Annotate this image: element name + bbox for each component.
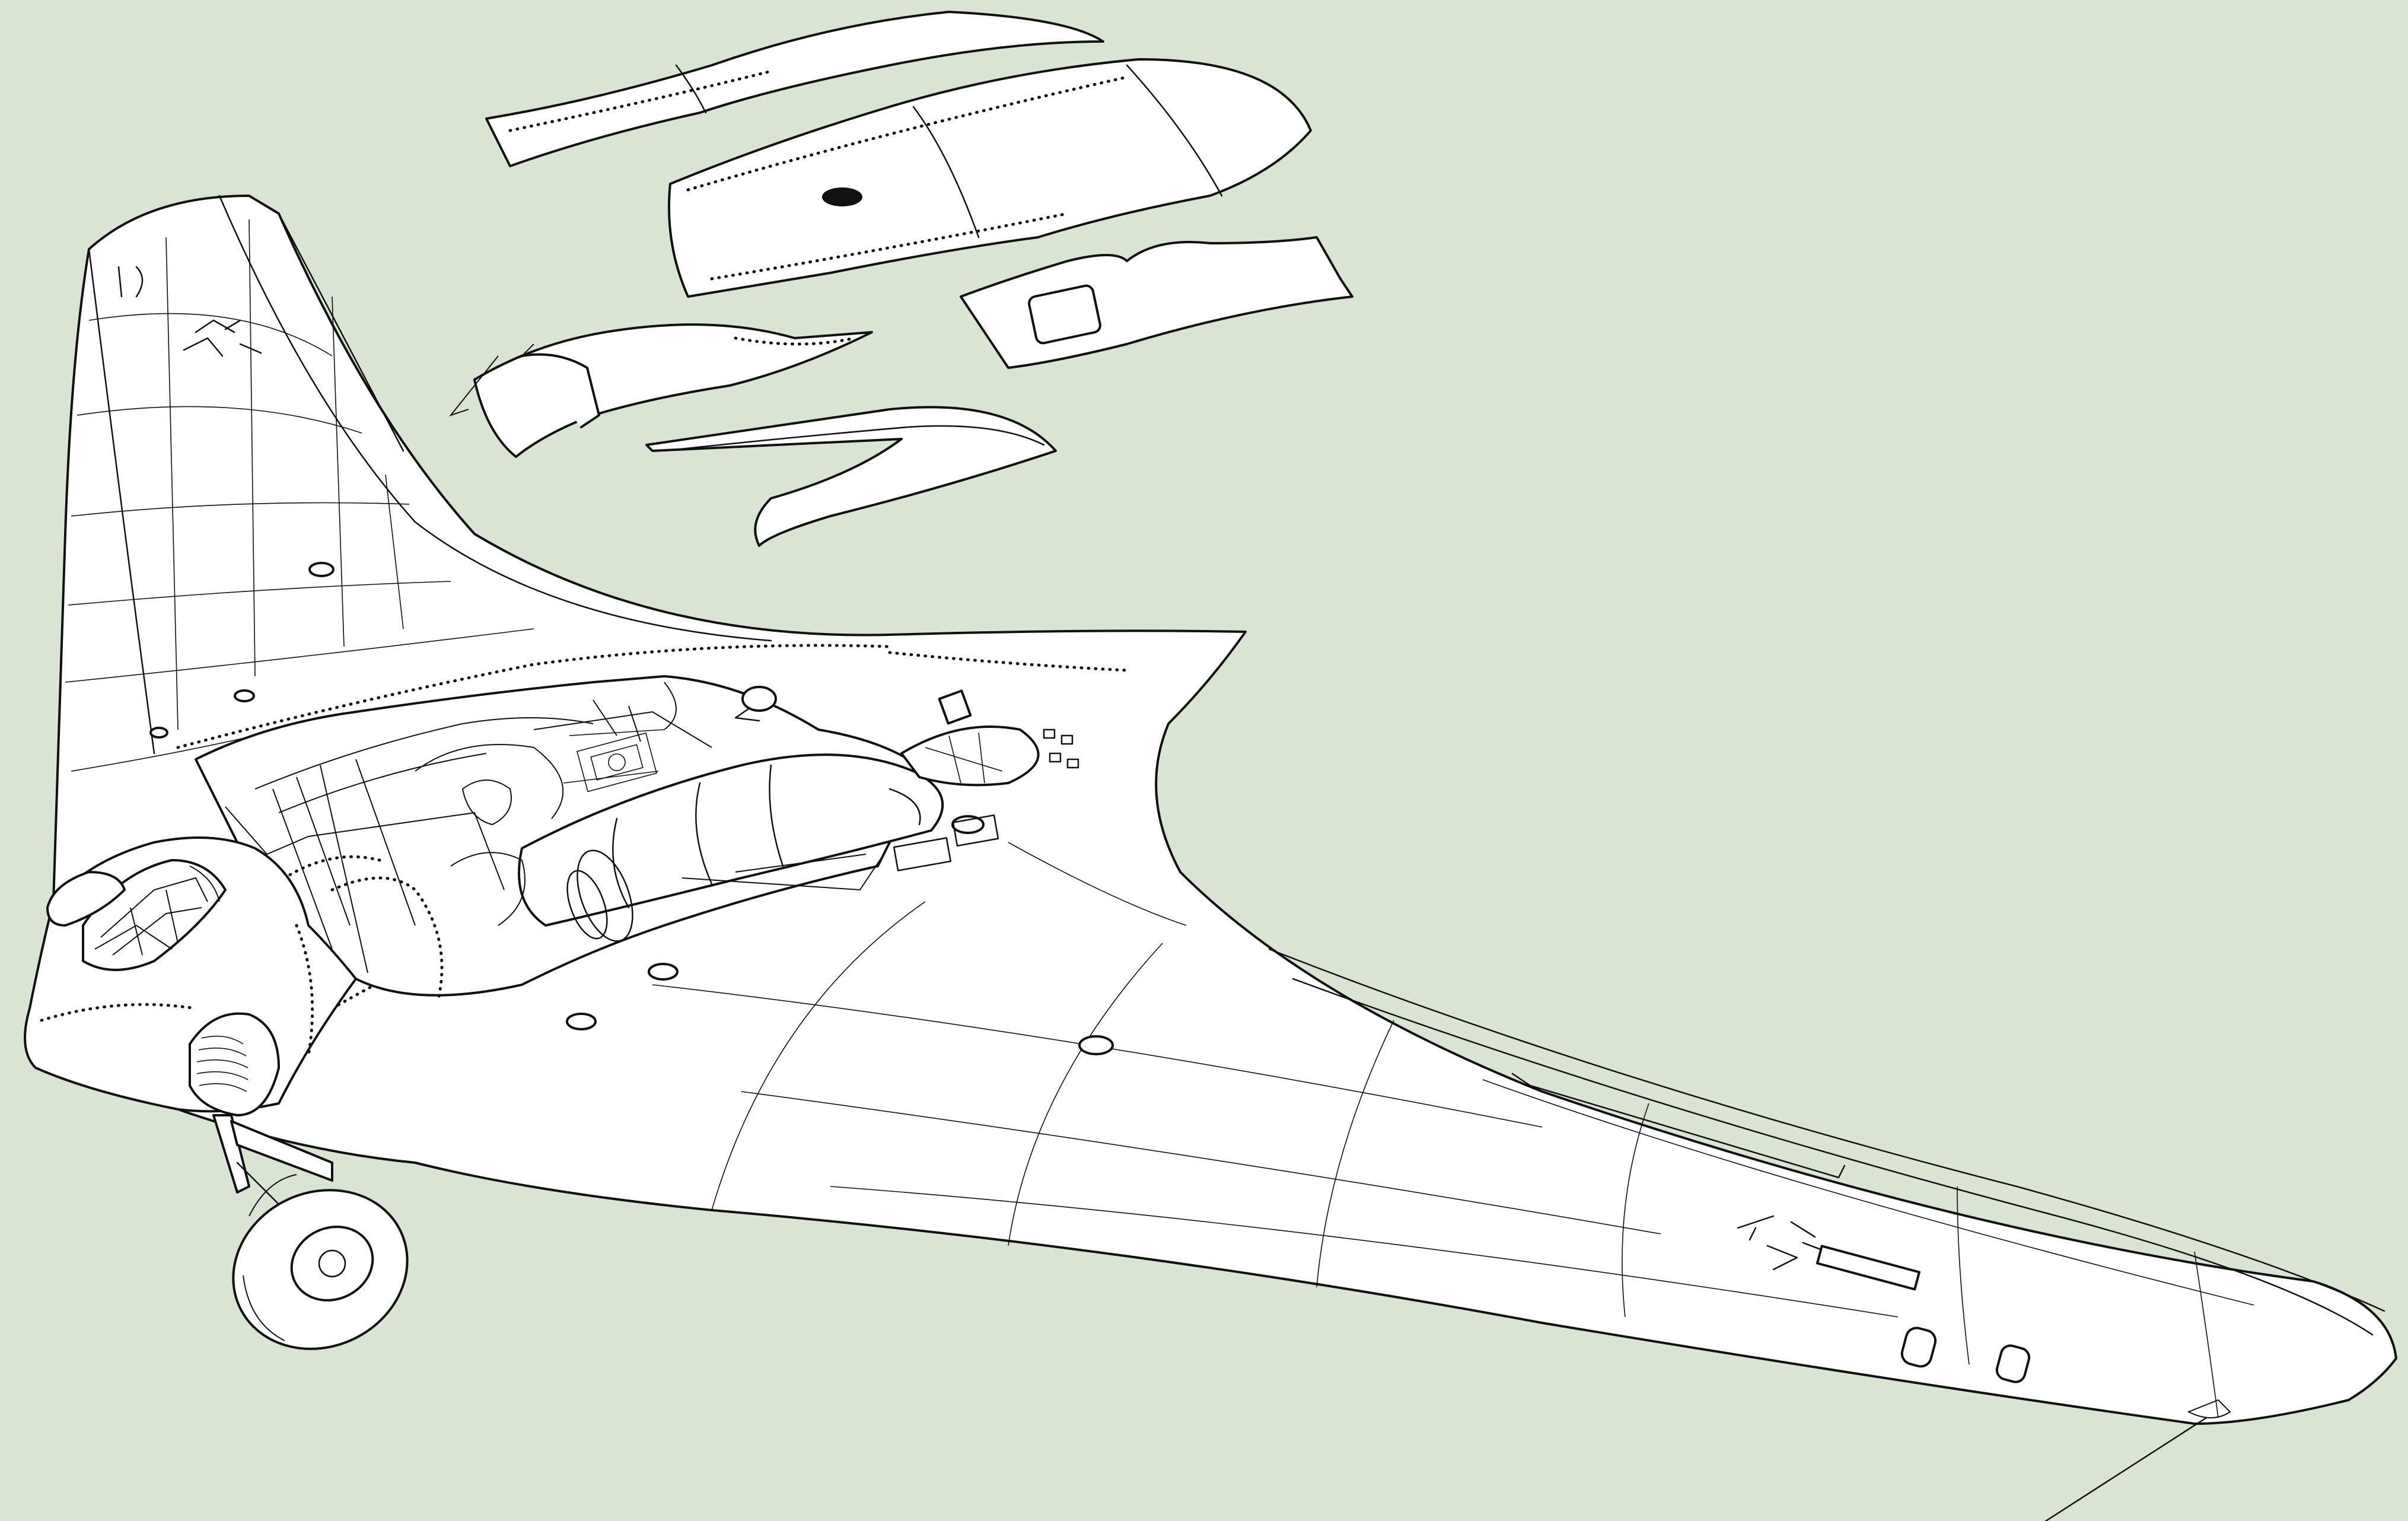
rear-bay-frame bbox=[925, 732, 1003, 784]
balkenkreuz-marking-port bbox=[183, 319, 262, 357]
canopy-rear-frame bbox=[521, 353, 600, 428]
accessory-gearbox bbox=[563, 729, 665, 793]
port-wing-panel-lines bbox=[65, 219, 534, 772]
nose-wheel-hub bbox=[290, 1226, 374, 1302]
internal-structure bbox=[225, 682, 884, 973]
starboard-wing-trailing-edge-line-2 bbox=[1292, 978, 2374, 1336]
pitot-probe bbox=[2044, 1417, 2208, 1521]
cowling-vent bbox=[822, 187, 862, 206]
intake-vanes bbox=[196, 1035, 249, 1092]
nose-landing-gear bbox=[212, 1114, 409, 1350]
engine-air-intake-upper bbox=[46, 871, 126, 927]
gear-leg bbox=[212, 1114, 250, 1194]
engine-air-intake-lower bbox=[189, 1012, 280, 1116]
starboard-wing-trailing-edge-line bbox=[1268, 948, 2385, 1312]
cockpit-framework bbox=[94, 865, 220, 956]
port-wingtip-letter bbox=[117, 266, 144, 298]
port-aileron-line bbox=[278, 212, 404, 452]
trim-tab bbox=[1816, 1245, 1920, 1291]
starboard-elevon-hinge bbox=[1511, 1073, 1846, 1179]
gear-strut bbox=[230, 1120, 333, 1182]
canopy-frame bbox=[449, 343, 534, 417]
port-wing-trailing-edge-line bbox=[88, 248, 155, 755]
cowling-seam-1 bbox=[912, 106, 980, 238]
v-panel-flange bbox=[663, 425, 1045, 452]
tyre-tread-shading bbox=[243, 1174, 297, 1341]
hatch-window bbox=[1028, 284, 1101, 345]
inspection-hatches bbox=[149, 562, 2031, 1383]
wingtip-nav-light bbox=[2187, 1399, 2231, 1418]
fairing-joint bbox=[675, 64, 707, 114]
cowling-seam-2 bbox=[1126, 64, 1223, 197]
port-wing-leading-edge-line bbox=[218, 195, 772, 642]
lifting-ring bbox=[741, 686, 777, 712]
engine-cowling-panel bbox=[668, 58, 1312, 298]
cockpit-nose-section bbox=[24, 836, 357, 1116]
wheel-axle bbox=[318, 1249, 346, 1278]
jet-engine bbox=[518, 753, 944, 942]
cockpit-canopy bbox=[473, 323, 873, 458]
exploded-panels bbox=[449, 11, 1353, 547]
upper-fairing-panel bbox=[485, 11, 1104, 167]
access-panels-row bbox=[893, 728, 1079, 871]
centre-section-cutaway bbox=[195, 675, 1079, 998]
rear-engine-bay bbox=[900, 726, 1040, 787]
